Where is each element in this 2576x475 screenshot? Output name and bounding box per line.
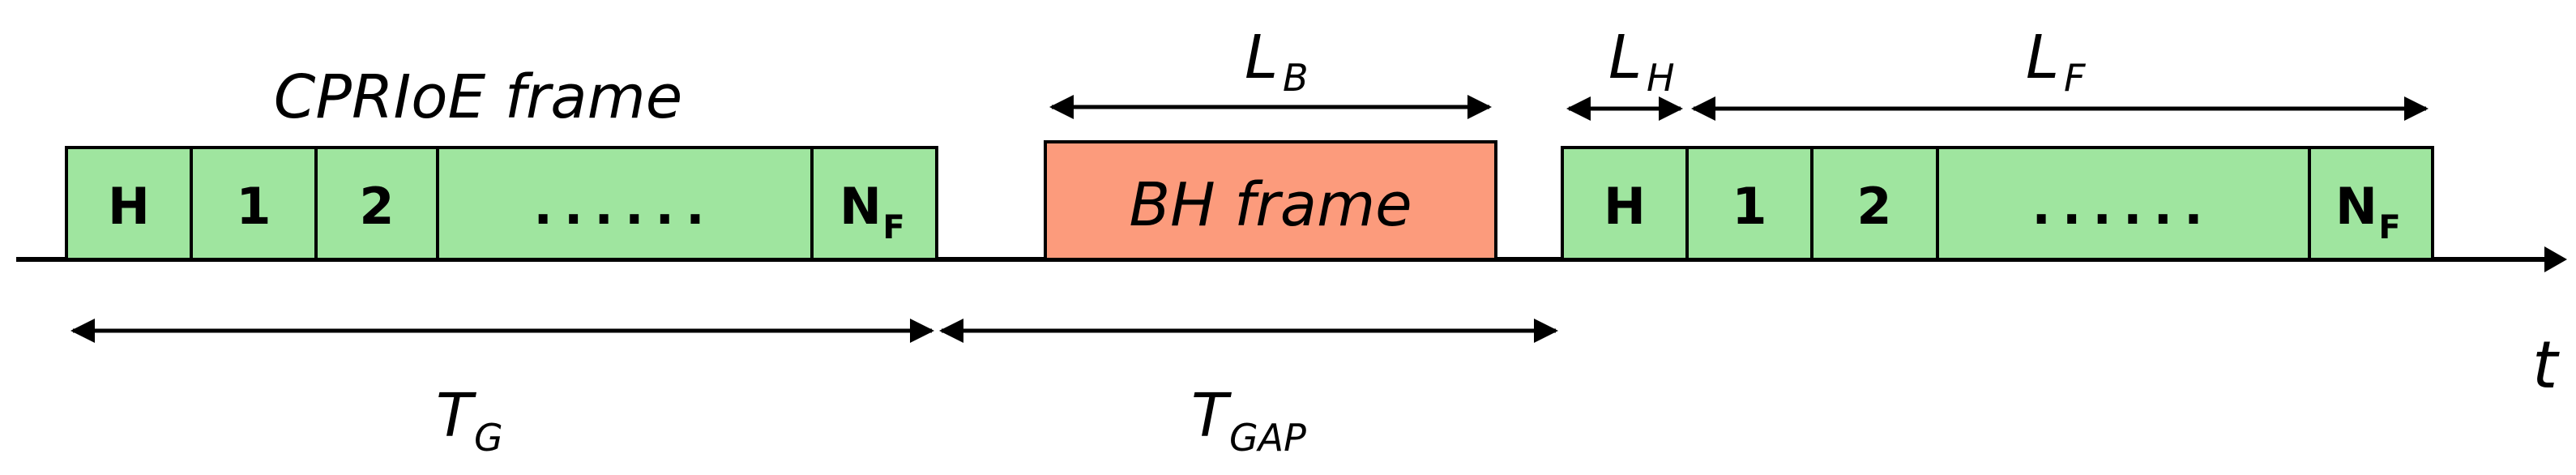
frame2-cell-1-text: 1	[1732, 177, 1766, 236]
frame1-cell-2	[314, 146, 439, 261]
frame1-cell-last	[810, 146, 938, 261]
frame2-cell-last-text: N	[2335, 177, 2377, 236]
lf-label-subscript: F	[2064, 56, 2086, 100]
tg-label-subscript: G	[474, 416, 503, 460]
frame2-cell-last	[2308, 146, 2434, 261]
frame2-cell-1	[1685, 146, 1813, 261]
frame2-cell-dots	[1936, 146, 2311, 261]
frame1-cell-last-text: N	[839, 177, 882, 236]
cprioe-frame-1: H 1 2 ...... N F	[65, 146, 938, 261]
frame1-cell-1-text: 1	[236, 177, 271, 236]
tgap-label: T	[1191, 381, 1232, 451]
frame1-cell-dots-text: ......	[533, 177, 716, 236]
frame2-cell-last-subscript: F	[2378, 209, 2400, 246]
time-axis-arrowhead	[2544, 246, 2567, 272]
tgap-label-subscript: GAP	[1229, 416, 1306, 460]
frame2-cell-dots-text: ......	[2031, 177, 2214, 236]
frame2-cell-2-text: 2	[1856, 177, 1891, 236]
tg-label: T	[436, 381, 477, 451]
lh-label-subscript: H	[1647, 56, 1675, 100]
frame1-cell-header-text: H	[108, 177, 150, 236]
bh-frame-label: BH frame	[1129, 170, 1412, 240]
lb-label: L	[1245, 23, 1278, 92]
frame1-cell-last-subscript: F	[882, 209, 904, 246]
lh-label: L	[1608, 23, 1642, 92]
bh-frame	[1044, 140, 1497, 261]
frame2-cell-header-text: H	[1604, 177, 1646, 236]
cprioe-frame-label: CPRIoE frame	[274, 62, 683, 132]
frame2-cell-2	[1810, 146, 1939, 261]
frame2-cell-header	[1561, 146, 1689, 261]
cprioe-frame-2: H 1 2 ...... N F	[1561, 146, 2434, 261]
lf-label: L	[2026, 23, 2059, 92]
frame1-cell-2-text: 2	[359, 177, 394, 236]
time-axis-label: t	[2532, 327, 2560, 403]
frame1-cell-1	[190, 146, 318, 261]
lb-label-subscript: B	[1283, 56, 1309, 100]
